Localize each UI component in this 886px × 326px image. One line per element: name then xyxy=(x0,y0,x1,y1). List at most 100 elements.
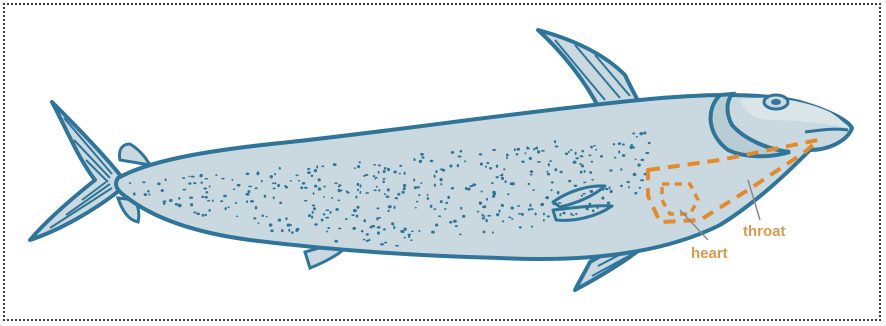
body-spot xyxy=(272,182,275,184)
body-spot xyxy=(274,182,276,184)
body-spot xyxy=(285,217,287,220)
body-spot xyxy=(648,142,651,144)
body-spot xyxy=(430,160,434,163)
body-spot xyxy=(386,195,390,198)
body-spot xyxy=(546,171,548,173)
tail-fin xyxy=(30,102,120,240)
body-spot xyxy=(580,171,583,174)
body-spot xyxy=(595,149,597,151)
body-spot xyxy=(357,165,360,168)
body-spot xyxy=(570,149,573,151)
body-spot xyxy=(458,155,462,157)
body-spot xyxy=(378,171,380,174)
body-spot xyxy=(404,172,406,175)
body-spot xyxy=(383,170,386,173)
body-spot xyxy=(592,209,595,212)
body-spot xyxy=(530,174,533,176)
body-spot xyxy=(610,190,613,193)
body-spot xyxy=(496,165,498,168)
body-spot xyxy=(246,200,248,203)
body-spot xyxy=(377,226,381,228)
body-spot xyxy=(393,171,397,174)
body-spot xyxy=(579,163,582,165)
body-spot xyxy=(410,239,412,241)
body-spot xyxy=(250,200,254,203)
body-spot xyxy=(483,205,486,208)
body-spot xyxy=(302,182,305,185)
body-spot xyxy=(548,163,550,166)
body-spot xyxy=(157,182,161,185)
body-spot xyxy=(634,192,637,194)
body-spot xyxy=(580,155,584,157)
body-spot xyxy=(530,170,534,173)
body-spot xyxy=(129,182,132,184)
body-spot xyxy=(549,160,552,162)
body-spot xyxy=(618,150,620,153)
body-spot xyxy=(585,208,589,211)
body-spot xyxy=(584,170,586,173)
body-spot xyxy=(590,146,593,149)
body-spot xyxy=(516,153,519,156)
body-spot xyxy=(196,212,200,215)
body-spot xyxy=(307,168,310,170)
body-spot xyxy=(643,132,646,135)
body-spot xyxy=(438,215,441,217)
body-spot xyxy=(460,150,463,153)
body-spot xyxy=(284,185,286,187)
body-spot xyxy=(246,172,250,175)
body-spot xyxy=(502,220,504,222)
body-spot xyxy=(537,161,541,163)
body-spot xyxy=(508,217,511,219)
body-spot xyxy=(311,175,314,177)
body-spot xyxy=(188,175,190,177)
body-spot xyxy=(281,229,284,232)
body-spot xyxy=(601,197,604,200)
body-spot xyxy=(459,234,462,236)
body-spot xyxy=(555,146,559,148)
body-spot xyxy=(253,217,256,219)
body-spot xyxy=(318,178,321,181)
body-spot xyxy=(444,208,446,210)
body-spot xyxy=(388,205,392,208)
body-spot xyxy=(202,214,204,217)
body-spot xyxy=(323,213,326,215)
body-spot xyxy=(399,165,402,167)
body-spot xyxy=(169,199,173,202)
body-spot xyxy=(501,173,503,176)
body-spot xyxy=(147,190,150,193)
body-spot xyxy=(178,204,182,207)
body-spot xyxy=(326,231,328,233)
body-spot xyxy=(420,182,422,184)
body-spot xyxy=(531,225,533,227)
body-spot xyxy=(346,190,348,192)
body-spot xyxy=(311,216,313,219)
body-spot xyxy=(435,170,437,173)
body-spot xyxy=(355,196,357,199)
body-spot xyxy=(356,206,359,209)
body-spot xyxy=(485,165,487,167)
body-spot xyxy=(451,151,454,154)
body-spot xyxy=(224,207,226,210)
body-spot xyxy=(529,204,531,207)
body-spot xyxy=(505,180,507,183)
body-spot xyxy=(618,142,621,145)
body-spot xyxy=(237,184,241,187)
body-spot xyxy=(352,227,356,230)
body-spot xyxy=(440,168,444,170)
body-spot xyxy=(304,187,308,189)
body-spot xyxy=(496,213,499,216)
body-spot xyxy=(453,220,457,223)
body-spot xyxy=(629,146,633,149)
body-spot xyxy=(407,234,411,236)
body-spot xyxy=(384,167,387,170)
body-spot xyxy=(148,194,150,196)
body-spot xyxy=(609,169,613,171)
body-spot xyxy=(403,184,407,186)
body-spot xyxy=(334,182,338,184)
body-spot xyxy=(359,161,361,163)
body-spot xyxy=(327,227,330,229)
body-spot xyxy=(368,239,370,242)
body-spot xyxy=(261,180,263,183)
body-spot xyxy=(491,182,494,184)
body-spot xyxy=(596,206,598,209)
